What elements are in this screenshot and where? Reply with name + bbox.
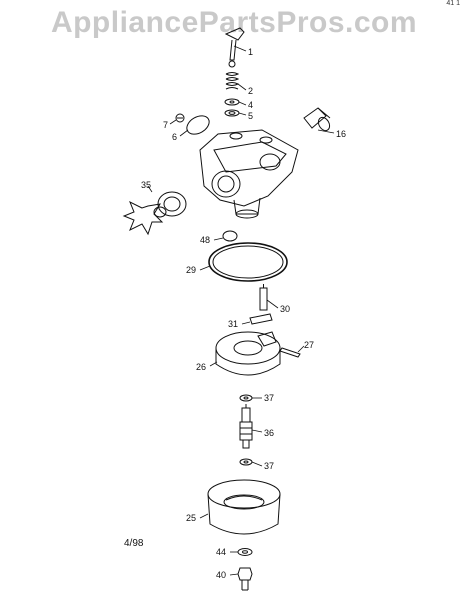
callout-5: 5 bbox=[248, 111, 253, 121]
callout-29: 29 bbox=[186, 265, 196, 275]
callout-31: 31 bbox=[228, 319, 238, 329]
part-throttle-shaft[interactable] bbox=[224, 27, 245, 68]
callout-37-lower: 37 bbox=[264, 461, 274, 471]
callout-4: 4 bbox=[248, 100, 253, 110]
part-plug[interactable] bbox=[222, 230, 238, 242]
part-washer-upper[interactable] bbox=[239, 394, 253, 402]
part-bowl-gasket[interactable] bbox=[208, 242, 288, 282]
callout-6: 6 bbox=[172, 132, 177, 142]
part-screw[interactable] bbox=[175, 113, 185, 123]
part-seal[interactable] bbox=[224, 109, 240, 117]
date-code: 4/98 bbox=[124, 538, 144, 549]
watermark-text: AppliancePartsPros.com bbox=[50, 6, 418, 39]
part-bowl-washer[interactable] bbox=[237, 548, 253, 556]
callout-25: 25 bbox=[186, 513, 196, 523]
callout-37-upper: 37 bbox=[264, 393, 274, 403]
callout-26: 26 bbox=[196, 362, 206, 372]
callout-44: 44 bbox=[216, 547, 226, 557]
part-float-pin[interactable] bbox=[279, 347, 301, 358]
callout-16: 16 bbox=[336, 129, 346, 139]
part-primer-fitting[interactable] bbox=[303, 107, 332, 133]
callout-1: 1 bbox=[248, 47, 253, 57]
part-bowl-screw[interactable] bbox=[237, 567, 253, 591]
part-choke-assembly[interactable] bbox=[122, 191, 187, 236]
part-spring[interactable] bbox=[225, 72, 240, 90]
part-carburetor-body[interactable] bbox=[199, 129, 299, 219]
part-washer[interactable] bbox=[224, 98, 240, 106]
callout-48: 48 bbox=[200, 235, 210, 245]
part-main-jet[interactable] bbox=[239, 404, 253, 449]
part-inlet-needle[interactable] bbox=[259, 284, 268, 311]
part-throttle-plate[interactable] bbox=[184, 112, 213, 138]
callout-40: 40 bbox=[216, 570, 226, 580]
leader-lines bbox=[147, 45, 335, 576]
callout-27: 27 bbox=[304, 340, 314, 350]
corner-mark: 41 1 bbox=[446, 0, 460, 7]
part-washer-lower[interactable] bbox=[239, 458, 253, 466]
callout-7: 7 bbox=[163, 120, 168, 130]
callout-2: 2 bbox=[248, 86, 253, 96]
callout-30: 30 bbox=[280, 304, 290, 314]
part-float[interactable] bbox=[215, 331, 281, 376]
callout-36: 36 bbox=[264, 428, 274, 438]
callout-35: 35 bbox=[141, 180, 151, 190]
part-float-bowl[interactable] bbox=[207, 479, 281, 535]
part-hinge-pin[interactable] bbox=[249, 313, 273, 325]
